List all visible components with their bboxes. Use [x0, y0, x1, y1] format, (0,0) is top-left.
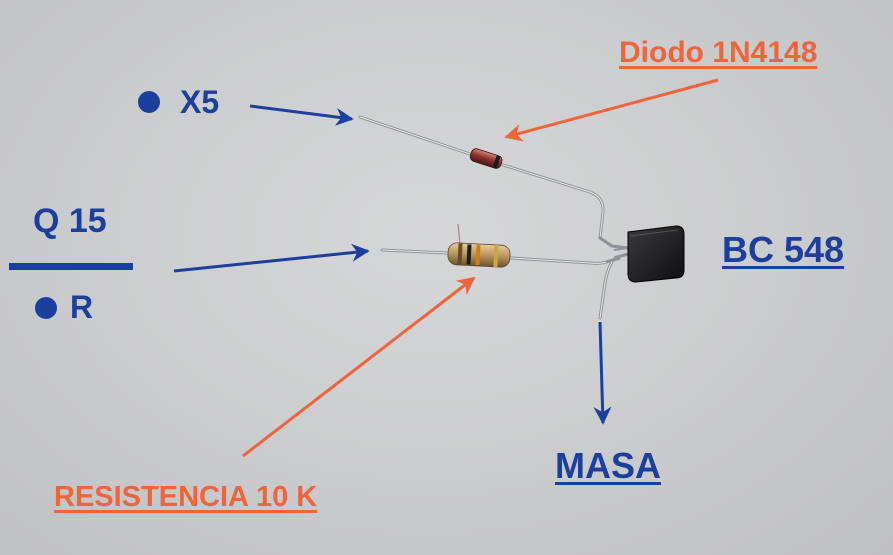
r-bullet: [35, 297, 57, 319]
arrow-masa: [593, 321, 612, 425]
transistor-bc548: [598, 225, 685, 320]
label-x5: X5: [180, 84, 220, 120]
diode: [358, 115, 605, 240]
arrow-q15-r: [173, 243, 370, 273]
fraction-bar: [9, 263, 133, 270]
arrow-diodo: [504, 78, 719, 142]
label-r: R: [70, 289, 94, 325]
x5-bullet: [138, 91, 160, 113]
label-q15: Q 15: [33, 202, 107, 240]
label-bc548: BC 548: [722, 229, 845, 270]
label-diodo: Diodo 1N4148: [619, 36, 818, 69]
label-masa: MASA: [555, 445, 661, 486]
arrow-resistencia: [242, 276, 476, 458]
arrow-x5: [249, 104, 354, 126]
resistor: [380, 223, 608, 268]
label-resistencia: RESISTENCIA 10 K: [54, 481, 318, 513]
